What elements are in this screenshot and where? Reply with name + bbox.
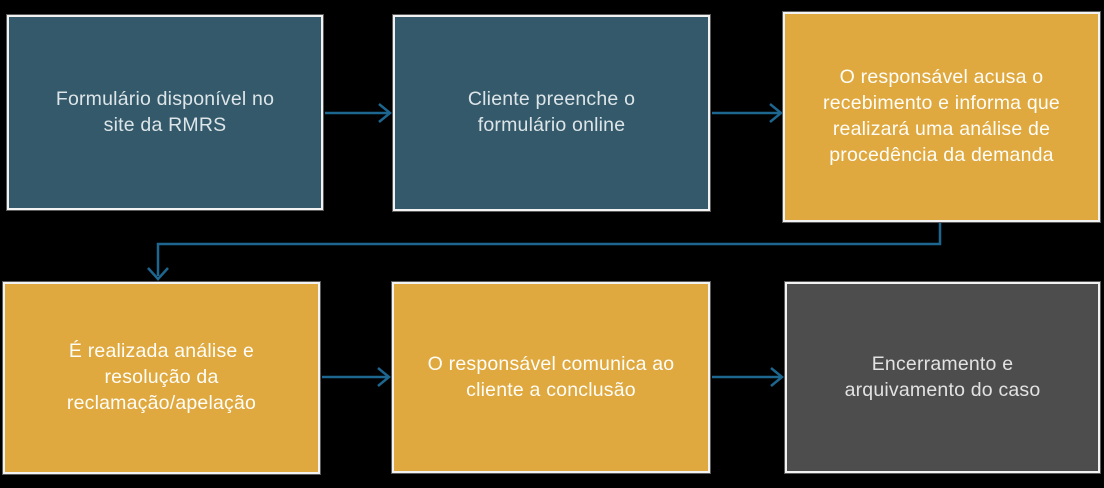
- flow-step-encerramento: Encerramento e arquivamento do caso: [784, 281, 1101, 474]
- arrow-formulario-to-cliente: [325, 103, 392, 123]
- arrow-comunica-to-encerramento: [712, 367, 784, 387]
- flow-step-cliente-preenche: Cliente preenche o formulário online: [392, 14, 711, 212]
- flow-step-formulario-site: Formulário disponível no site da RMRS: [6, 14, 324, 211]
- arrow-head-right-icon: [770, 367, 784, 387]
- flow-step-label: Cliente preenche o formulário online: [467, 88, 636, 136]
- arrow-head-right-icon: [377, 367, 391, 387]
- arrow-analise-to-comunica: [322, 367, 391, 387]
- flow-step-comunica-conclusao: O responsável comunica ao cliente a conc…: [391, 281, 711, 474]
- arrow-head-down-icon: [147, 267, 169, 281]
- flow-step-analise-resolucao: É realizada análise e resolução da recla…: [2, 281, 321, 475]
- arrow-shaft: [156, 222, 942, 276]
- flow-step-label: É realizada análise e resolução da recla…: [66, 340, 257, 414]
- flow-step-responsavel-acusa: O responsável acusa o recebimento e info…: [782, 11, 1101, 223]
- arrow-responsavel-to-analise-elbow: [147, 222, 942, 281]
- flow-step-label: O responsável acusa o recebimento e info…: [823, 66, 1060, 166]
- flow-step-label: Formulário disponível no site da RMRS: [55, 87, 275, 136]
- flow-step-label: Encerramento e arquivamento do caso: [844, 352, 1041, 401]
- arrow-head-right-icon: [769, 103, 783, 123]
- arrow-head-right-icon: [378, 103, 392, 123]
- flow-step-label: O responsável comunica ao cliente a conc…: [427, 352, 675, 401]
- arrow-cliente-to-responsavel: [712, 103, 783, 123]
